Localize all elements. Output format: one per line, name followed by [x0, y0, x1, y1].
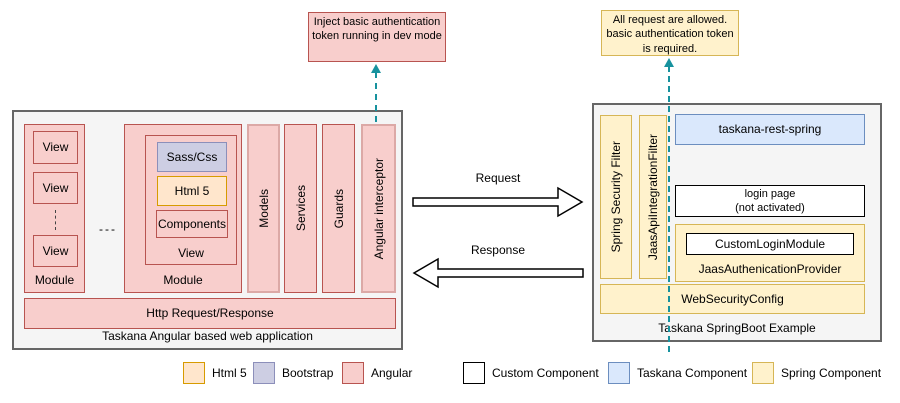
legend-spring-label: Spring Component — [781, 365, 882, 380]
angular-app-title: Taskana Angular based web application — [102, 328, 313, 343]
bootstrap-swatch — [253, 362, 275, 384]
views-ellipsis-vertical — [55, 210, 56, 230]
response-arrow — [412, 257, 584, 289]
angular-swatch — [342, 362, 364, 384]
legend-taskana-label: Taskana Component — [637, 365, 748, 380]
sass-css-box: Sass/Css — [157, 142, 227, 172]
guards-label: Guards — [331, 188, 346, 229]
legend-item-custom: Custom Component — [463, 361, 599, 385]
web-security-config-box: WebSecurityConfig — [600, 284, 865, 314]
taskana-component-swatch — [608, 362, 630, 384]
login-page-box: login page (not activated) — [675, 185, 865, 217]
legend-item-spring: Spring Component — [752, 361, 881, 385]
legend-custom-label: Custom Component — [492, 365, 599, 380]
components-box: Components — [156, 210, 228, 238]
request-label: Request — [475, 171, 521, 185]
view-box-3: View — [33, 235, 78, 267]
models-bar: Models — [247, 124, 280, 293]
legend-item-angular: Angular — [342, 361, 412, 385]
module-right-label: Module — [163, 272, 203, 287]
view-box-2: View — [33, 172, 78, 204]
services-label: Services — [293, 185, 308, 232]
custom-component-swatch — [463, 362, 485, 384]
module-left-label: Module — [34, 272, 75, 287]
view-container: Sass/Css Html 5 Components View — [145, 135, 237, 265]
taskana-rest-spring-box: taskana-rest-spring — [675, 114, 865, 145]
angular-interceptor-bar: Angular interceptor — [361, 124, 396, 293]
connector-arrowhead-left — [371, 64, 381, 73]
models-label: Models — [256, 189, 271, 228]
legend-angular-label: Angular — [371, 365, 413, 380]
springboot-title: Taskana SpringBoot Example — [658, 320, 816, 335]
guards-bar: Guards — [322, 124, 355, 293]
module-right: Sass/Css Html 5 Components View Module — [124, 124, 242, 293]
login-page-line1: login page — [744, 187, 796, 200]
view-container-label: View — [178, 245, 204, 260]
legend-item-taskana: Taskana Component — [608, 361, 747, 385]
spring-security-filter-bar: Spring Security Filter — [600, 115, 632, 279]
http-request-response-bar: Http Request/Response — [24, 298, 396, 329]
jaas-api-integration-filter-label: JaasApiIntegrationFilter — [646, 133, 660, 261]
response-label: Response — [470, 243, 526, 257]
legend-bootstrap-label: Bootstrap — [282, 365, 334, 380]
legend-item-bootstrap: Bootstrap — [253, 361, 333, 385]
connector-auth-line — [668, 66, 670, 352]
legend-html5-label: Html 5 — [212, 365, 247, 380]
annotation-dev-token: Inject basic authentication token runnin… — [308, 12, 446, 62]
jaas-authentication-provider-box: CustomLoginModule JaasAuthenicationProvi… — [675, 224, 865, 282]
annotation-auth-required: All request are allowed. basic authentic… — [601, 10, 739, 56]
module-left: View View View Module — [24, 124, 85, 293]
modules-ellipsis: --- — [99, 222, 117, 236]
view-box-1: View — [33, 131, 78, 164]
services-bar: Services — [284, 124, 317, 293]
angular-interceptor-label: Angular interceptor — [371, 157, 386, 260]
springboot-container: Spring Security Filter JaasApiIntegratio… — [592, 103, 882, 342]
html5-box: Html 5 — [157, 176, 227, 206]
spring-component-swatch — [752, 362, 774, 384]
custom-login-module-box: CustomLoginModule — [686, 233, 854, 255]
legend-item-html5: Html 5 — [183, 361, 247, 385]
login-page-line2: (not activated) — [735, 202, 805, 214]
jaas-api-integration-filter-bar: JaasApiIntegrationFilter — [639, 115, 667, 279]
spring-security-filter-label: Spring Security Filter — [609, 141, 623, 253]
request-arrow — [412, 186, 584, 218]
html5-swatch — [183, 362, 205, 384]
connector-arrowhead-right — [664, 58, 674, 67]
angular-app-container: View View View Module --- Sass/Css Html … — [12, 110, 403, 350]
connector-dev-token-line — [375, 72, 377, 122]
jaas-authentication-provider-label: JaasAuthenicationProvider — [698, 261, 842, 276]
